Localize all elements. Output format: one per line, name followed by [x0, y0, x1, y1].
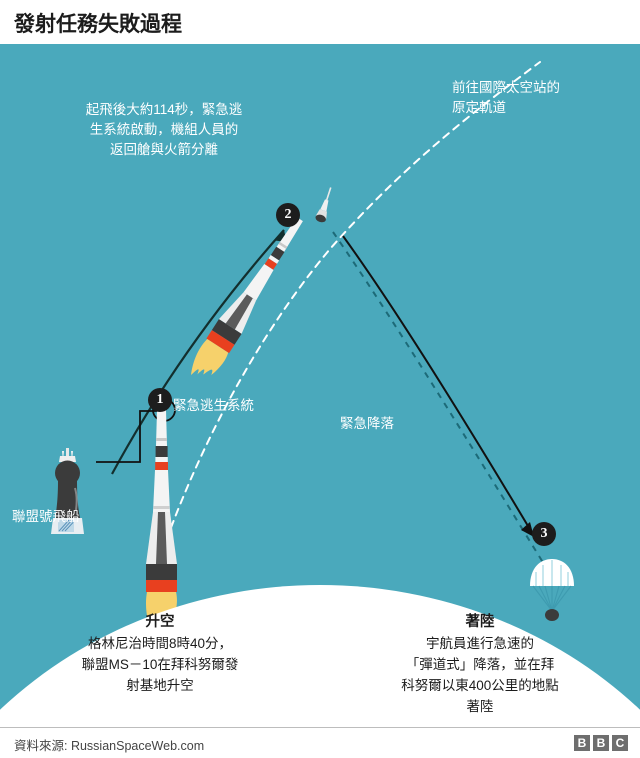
- descent-arrow-head: [521, 522, 534, 537]
- label-separation: 起飛後大約114秒，緊急逃 生系統啟動，機組人員的 返回艙與火箭分離: [85, 102, 243, 157]
- ascent-arrow-path: [111, 229, 285, 475]
- soyuz-spacecraft-icon: [51, 448, 84, 534]
- source-text: 資料來源: RussianSpaceWeb.com: [14, 739, 205, 753]
- caption-launch: 升空 格林尼治時間8時40分， 聯盟MS－10在拜科努爾發 射基地升空: [22, 611, 298, 696]
- rocket-icon: [145, 393, 177, 638]
- step-marker-1: 1: [148, 388, 172, 412]
- escape-capsule-icon: [315, 187, 332, 223]
- step-marker-3: 3: [532, 522, 556, 546]
- bbc-logo-letter-1: B: [574, 735, 590, 751]
- caption-landing-heading: 著陸: [465, 614, 495, 630]
- step-marker-2: 2: [276, 203, 300, 227]
- caption-landing: 著陸 宇航員進行急速的 「彈道式」降落，並在拜 科努爾以東400公里的地點 著陸: [342, 611, 618, 717]
- sky-panel: 起飛後大約114秒，緊急逃 生系統啟動，機組人員的 返回艙與火箭分離 前往國際太…: [0, 44, 640, 720]
- page-title: 發射任務失敗過程: [14, 13, 182, 36]
- caption-launch-body: 格林尼治時間8時40分， 聯盟MS－10在拜科努爾發 射基地升空: [81, 636, 239, 693]
- label-planned-orbit: 前往國際太空站的 原定軌道: [452, 80, 560, 115]
- caption-landing-body: 宇航員進行急速的 「彈道式」降落，並在拜 科努爾以東400公里的地點 著陸: [401, 636, 559, 714]
- label-escape-system: 緊急逃生系統: [173, 398, 254, 413]
- label-emergency-landing: 緊急降落: [340, 416, 394, 431]
- label-soyuz-spacecraft: 聯盟號飛船: [12, 509, 80, 524]
- descent-dashed-path: [332, 231, 548, 570]
- bbc-logo-letter-2: B: [593, 735, 609, 751]
- bbc-logo-letter-3: C: [612, 735, 628, 751]
- emergency-descent-arrow: [342, 235, 532, 532]
- planned-orbit-path: [149, 61, 541, 590]
- bbc-logo: B B C: [574, 735, 628, 751]
- parachute-icon: [530, 559, 574, 621]
- title-divider: [0, 41, 640, 42]
- escape-system-leader-line: [96, 410, 160, 463]
- footer-divider: [0, 727, 640, 728]
- rocket-tilted-icon: [191, 217, 303, 376]
- caption-launch-heading: 升空: [145, 614, 175, 630]
